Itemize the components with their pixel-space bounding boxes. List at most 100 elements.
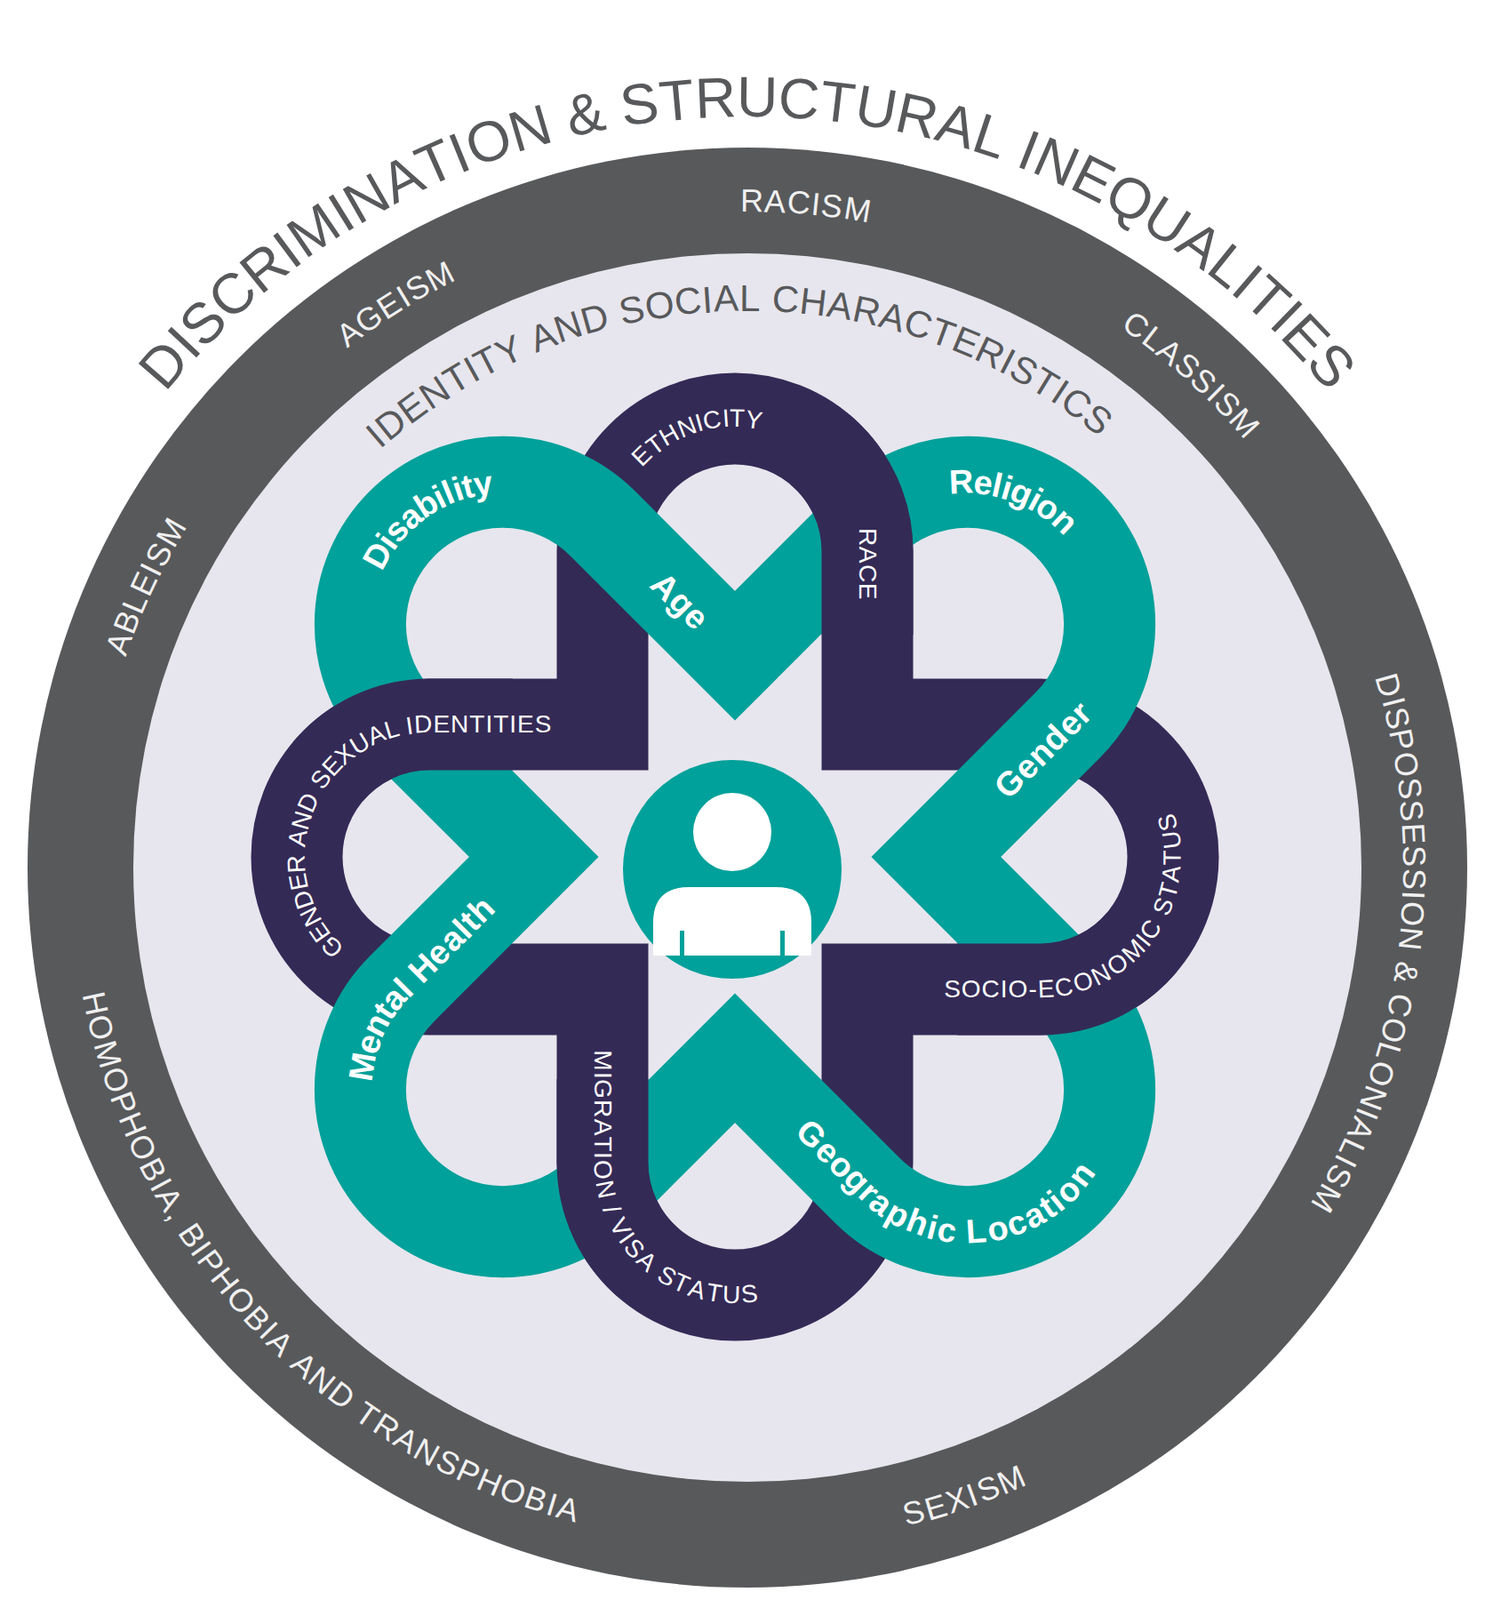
purple-knot <box>296 418 1174 1295</box>
band-label: Age <box>646 567 715 636</box>
text-glyph: C <box>771 279 801 320</box>
text-glyph: R <box>590 1099 615 1118</box>
discrimination-ring-shape <box>27 147 1468 1588</box>
teal-knot-group <box>68 190 1401 1523</box>
text-glyph: I <box>509 711 517 737</box>
text-glyph: T <box>493 711 509 737</box>
text-glyph: T <box>590 1135 615 1151</box>
identity-band: DisabilityAgeReligionGenderGeographic Lo… <box>201 323 1269 1390</box>
text-glyph: E <box>1396 822 1430 846</box>
text-glyph: N <box>1392 925 1428 952</box>
text-glyph: E <box>517 711 535 737</box>
discrimination-label: HOMOPHOBIA, BIPHOBIA AND TRANSPHOBIA <box>77 985 586 1528</box>
discrimination-label: SEXISM <box>895 1461 1030 1532</box>
text-glyph: S <box>1394 798 1429 823</box>
person-body <box>653 886 812 956</box>
text-glyph: I <box>721 406 731 432</box>
text-glyph: S <box>1397 845 1430 868</box>
person-arm-line <box>780 930 785 956</box>
text-glyph: R <box>284 854 311 874</box>
text-glyph: R <box>740 184 764 217</box>
band-label: GENDER AND SEXUAL IDENTITIES <box>282 710 558 961</box>
text-glyph: & <box>560 82 610 147</box>
discrimination-ring: RACISMCLASSISMDISPOSSESSION & COLONIALIS… <box>27 147 1468 1588</box>
band-label: Mental Health <box>343 890 500 1085</box>
text-glyph: E <box>1037 975 1055 1002</box>
text-glyph: C <box>785 185 812 220</box>
text-glyph: R <box>854 527 880 546</box>
text-glyph: U <box>721 1282 741 1309</box>
text-glyph: T <box>469 711 485 737</box>
text-glyph: L <box>739 279 761 318</box>
text-glyph: O <box>642 284 678 327</box>
text-glyph: N <box>450 711 469 737</box>
band-label: SOCIO-ECONOMIC STATUS <box>937 807 1187 1004</box>
text-glyph: R <box>948 464 975 500</box>
text-glyph: I <box>485 711 493 737</box>
person-head <box>693 792 772 871</box>
text-glyph: y <box>471 465 496 502</box>
text-glyph: S <box>1391 775 1427 801</box>
text-glyph: M <box>841 191 873 228</box>
text-glyph: E <box>854 582 880 600</box>
text-glyph: G <box>590 1079 615 1100</box>
ring-fill <box>27 147 1468 1588</box>
text-glyph: O <box>961 976 982 1002</box>
text-glyph: T <box>729 406 746 432</box>
text-glyph: A <box>1158 863 1186 884</box>
text-glyph: O <box>1008 976 1029 1002</box>
identity-band-shape <box>201 323 1269 1390</box>
text-glyph: I <box>590 1071 615 1079</box>
text-glyph: S <box>819 189 845 224</box>
text-glyph: C <box>701 407 724 435</box>
text-glyph <box>760 279 773 318</box>
person-circle <box>622 759 842 979</box>
weave-crossing <box>602 1078 650 1264</box>
text-glyph: S <box>616 73 663 136</box>
band-label: Religion <box>942 463 1085 539</box>
text-glyph: C <box>854 563 880 582</box>
text-glyph: A <box>712 279 740 319</box>
band-label: MIGRATION / VISA STATUS <box>588 1045 764 1310</box>
text-glyph: U <box>1158 829 1186 851</box>
text-glyph: S <box>1397 867 1430 890</box>
text-glyph: C <box>776 68 822 128</box>
band-label: Disability <box>359 464 503 575</box>
text-glyph: S <box>534 711 552 737</box>
text-glyph: O <box>1395 899 1430 927</box>
discrimination-label: RACISM <box>734 183 876 228</box>
text-glyph: D <box>414 711 433 738</box>
text-glyph: P <box>1383 726 1420 753</box>
discrimination-label: ABLEISM <box>102 514 190 662</box>
text-glyph: - <box>1028 976 1037 1002</box>
weave-crossing <box>327 724 513 772</box>
teal-knot <box>68 190 1401 1523</box>
weave-crossing <box>820 449 868 635</box>
band-label: Gender <box>990 693 1100 802</box>
text-glyph: I <box>1000 976 1008 1002</box>
discrimination-label: AGEISM <box>331 258 458 352</box>
text-glyph: Y <box>743 406 765 433</box>
text-glyph: A <box>590 1118 615 1136</box>
text-glyph: S <box>739 1280 759 1308</box>
person-arm-line <box>679 930 685 956</box>
text-glyph: N <box>590 1177 619 1200</box>
text-glyph <box>955 1213 967 1248</box>
text-glyph: O <box>590 1158 616 1180</box>
text-glyph: A <box>763 184 786 218</box>
text-glyph: I <box>1397 889 1430 901</box>
text-glyph: H <box>798 282 830 323</box>
text-glyph: S <box>943 976 961 1002</box>
text-glyph: / <box>598 1201 624 1217</box>
text-glyph: T <box>656 70 697 130</box>
text-glyph: I <box>590 1151 615 1159</box>
discrimination-label: DISPOSSESSION & COLONIALISM <box>1308 667 1432 1216</box>
identity-disk: IDENTITY AND SOCIAL CHARACTERISTICSETHNI… <box>133 253 1362 1482</box>
text-glyph: I <box>701 280 715 320</box>
text-glyph: U <box>736 68 779 127</box>
band-label: ETHNICITY <box>628 404 769 471</box>
identity-band-shape <box>201 323 1269 1390</box>
text-glyph: C <box>982 976 1000 1002</box>
weave-crossing <box>957 942 1142 990</box>
